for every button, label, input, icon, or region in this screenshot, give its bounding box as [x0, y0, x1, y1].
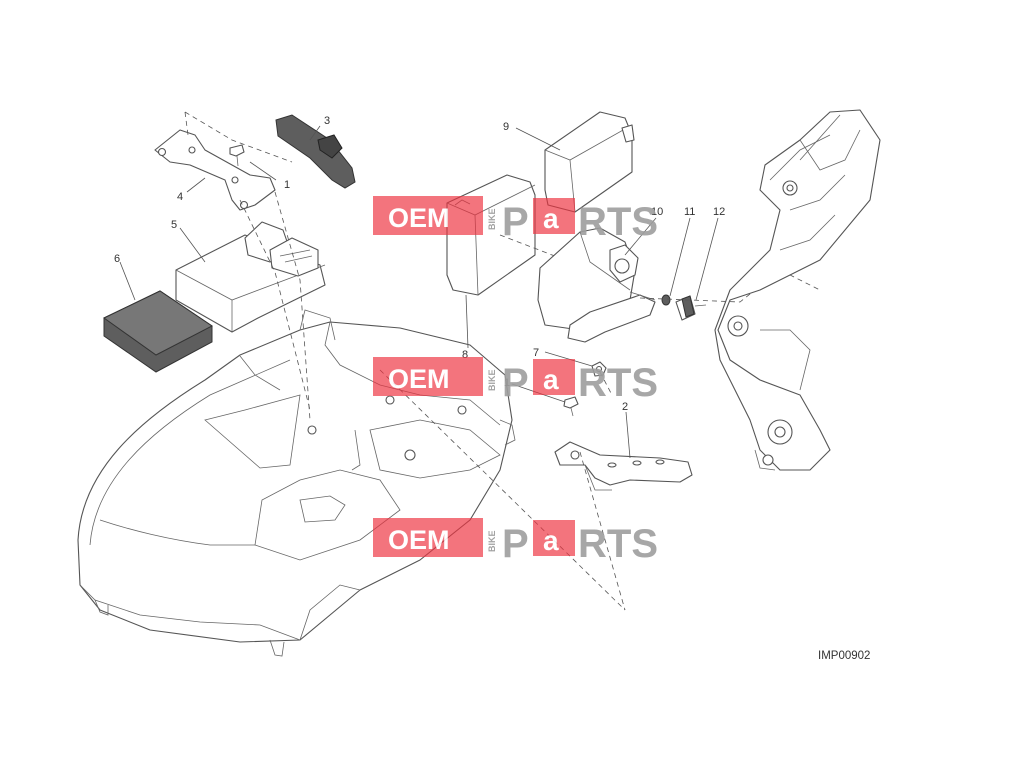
- callout-labels: 1 1 2 3 4 5 6 7 8 9 10 11 12: [114, 115, 725, 413]
- callout-2: 2: [622, 401, 628, 413]
- alignment-line-8-10: [499, 234, 561, 259]
- part-2-bracket: [554, 441, 693, 491]
- watermark-oem-box: [373, 357, 483, 396]
- watermark-p-text: P: [502, 522, 529, 566]
- part-7-nut: [591, 361, 607, 377]
- watermark-oem-box: [373, 196, 483, 235]
- watermark-oem-text: OEM: [388, 203, 450, 233]
- callout-7: 7: [533, 347, 539, 359]
- alignment-line-10-frame: [639, 269, 821, 303]
- watermark-a-text: a: [543, 203, 559, 234]
- watermark-a-box: [533, 359, 575, 395]
- watermark-oem-text: OEM: [388, 525, 450, 555]
- part-3-clip: [275, 114, 356, 189]
- callout-1-lower: 1: [504, 377, 510, 389]
- alignment-lines-left: [184, 111, 311, 421]
- callout-10: 10: [651, 206, 663, 218]
- watermark-bottom: OEM BIKE P a RTS: [373, 518, 658, 566]
- reference-code: IMP00902: [818, 650, 870, 662]
- watermark-bike-text: BIKE: [487, 369, 497, 391]
- callout-6: 6: [114, 253, 120, 265]
- watermark-a-text: a: [543, 364, 559, 395]
- callout-5: 5: [171, 219, 177, 231]
- watermark-oem-box: [373, 518, 483, 557]
- watermark-top: OEM BIKE P a RTS: [373, 196, 658, 244]
- callout-12: 12: [713, 206, 725, 218]
- part-6-pad: [103, 290, 213, 373]
- watermark-rts-text: RTS: [578, 361, 658, 405]
- part-5-control-unit: [175, 221, 326, 333]
- watermark-middle: OEM BIKE P a RTS: [373, 357, 658, 405]
- watermark-rts-text: RTS: [578, 200, 658, 244]
- frame-subframe: [714, 109, 881, 471]
- watermark-p-text: P: [502, 200, 529, 244]
- part-10-holder: [537, 227, 656, 343]
- watermark-bike-text: BIKE: [487, 530, 497, 552]
- part-1-screw-bottom: [563, 396, 579, 417]
- watermark-a-text: a: [543, 525, 559, 556]
- callout-3: 3: [324, 115, 330, 127]
- part-11-washer: [661, 294, 671, 306]
- part-1-screw-top: [229, 144, 245, 167]
- watermark-a-box: [533, 520, 575, 556]
- alignment-lines-bottom: [379, 369, 626, 611]
- callout-4: 4: [177, 191, 183, 203]
- watermark-rts-text: RTS: [578, 522, 658, 566]
- callout-9: 9: [503, 121, 509, 133]
- rear-light-housing: [77, 309, 516, 657]
- callout-8: 8: [462, 349, 468, 361]
- watermark-bike-text: BIKE: [487, 208, 497, 230]
- watermark-a-box: [533, 198, 575, 234]
- callout-1-upper: 1: [284, 179, 290, 191]
- watermark-p-text: P: [502, 361, 529, 405]
- part-12-bushing: [675, 295, 707, 321]
- part-4-bracket: [154, 129, 276, 211]
- part-9-module: [544, 111, 635, 213]
- callout-11: 11: [684, 206, 695, 218]
- watermark-oem-text: OEM: [388, 364, 450, 394]
